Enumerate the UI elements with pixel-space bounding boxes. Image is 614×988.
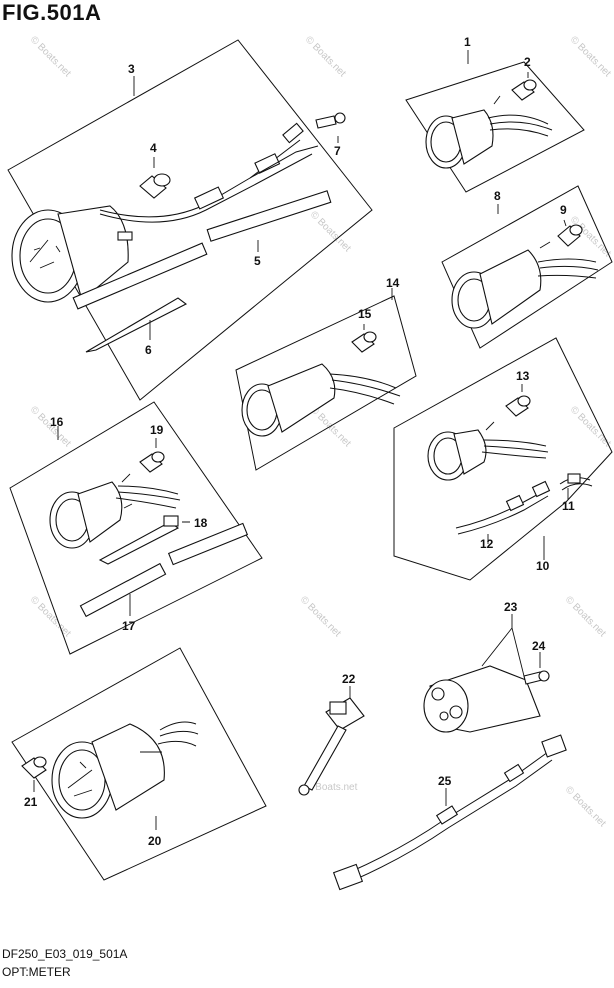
cable-tie-6 bbox=[85, 297, 188, 353]
watermark: © Boats.net bbox=[303, 34, 348, 79]
figure-title: FIG.501A bbox=[2, 0, 102, 25]
callout-19: 19 bbox=[150, 423, 164, 437]
callout-1: 1 bbox=[464, 35, 471, 49]
group-box-10 bbox=[393, 337, 613, 581]
callout-16: 16 bbox=[50, 415, 64, 429]
bulb-4 bbox=[139, 173, 171, 199]
callout-2: 2 bbox=[524, 55, 531, 69]
bulb-19 bbox=[139, 451, 165, 473]
callout-13: 13 bbox=[516, 369, 530, 383]
callout-8: 8 bbox=[494, 189, 501, 203]
trim-sensor-22 bbox=[298, 697, 365, 796]
cable-tie-18 bbox=[98, 521, 180, 565]
tube-6a bbox=[72, 242, 208, 310]
gauge-assembly-3 bbox=[11, 122, 319, 303]
callout-6: 6 bbox=[145, 343, 152, 357]
harness-12 bbox=[455, 480, 551, 535]
watermark: © Boats.net bbox=[563, 784, 608, 829]
callout-7: 7 bbox=[334, 144, 341, 158]
watermark: © Boats.net bbox=[298, 594, 343, 639]
watermark: © Boats.net bbox=[568, 34, 613, 79]
gauge-assembly-14 bbox=[241, 363, 401, 437]
callout-4: 4 bbox=[150, 141, 157, 155]
extension-harness-25 bbox=[332, 734, 567, 891]
tube-17b bbox=[79, 562, 167, 618]
gauge-housing-23 bbox=[423, 665, 541, 733]
gauge-assembly-20 bbox=[51, 721, 199, 819]
gauge-assembly-13 bbox=[427, 421, 549, 481]
tube-5 bbox=[206, 190, 332, 242]
bulb-13 bbox=[505, 395, 531, 417]
gauge-assembly-16 bbox=[49, 473, 181, 549]
callout-18: 18 bbox=[194, 516, 208, 530]
callout-17: 17 bbox=[122, 619, 136, 633]
callout-24: 24 bbox=[532, 639, 546, 653]
callout-21: 21 bbox=[24, 795, 38, 809]
callout-11: 11 bbox=[562, 499, 575, 513]
diagram-subtitle: OPT:METER bbox=[2, 965, 71, 979]
watermark: © Boats.net bbox=[563, 594, 608, 639]
watermark: © Boats.net bbox=[28, 34, 73, 79]
bulb-9 bbox=[557, 224, 583, 247]
callout-23: 23 bbox=[504, 600, 518, 614]
bulb-15 bbox=[351, 331, 377, 353]
callout-5: 5 bbox=[254, 254, 261, 268]
callout-10: 10 bbox=[536, 559, 550, 573]
group-box-14 bbox=[235, 295, 417, 471]
callout-15: 15 bbox=[358, 307, 372, 321]
bolt-7 bbox=[315, 112, 346, 129]
watermark: © Boats.net bbox=[305, 782, 358, 793]
callout-20: 20 bbox=[148, 834, 162, 848]
callout-12: 12 bbox=[480, 537, 494, 551]
cable-tie-head-18 bbox=[163, 515, 179, 527]
watermark: © Boats.net bbox=[568, 404, 613, 449]
gauge-assembly-1 bbox=[425, 95, 553, 169]
callout-22: 22 bbox=[342, 672, 356, 686]
callout-25: 25 bbox=[438, 774, 452, 788]
group-box-16 bbox=[9, 401, 263, 655]
callout-3: 3 bbox=[128, 62, 135, 76]
callout-14: 14 bbox=[386, 276, 400, 290]
bulb-21 bbox=[21, 756, 47, 779]
harness-11 bbox=[559, 473, 593, 491]
tube-17a bbox=[167, 522, 249, 566]
group-box-20 bbox=[11, 647, 267, 881]
diagram-code: DF250_E03_019_501A bbox=[2, 947, 128, 961]
screw-24 bbox=[523, 670, 550, 685]
bulb-2 bbox=[511, 79, 537, 101]
gauge-assembly-8 bbox=[451, 241, 599, 329]
group-box-3 bbox=[7, 39, 373, 401]
callout-9: 9 bbox=[560, 203, 567, 217]
